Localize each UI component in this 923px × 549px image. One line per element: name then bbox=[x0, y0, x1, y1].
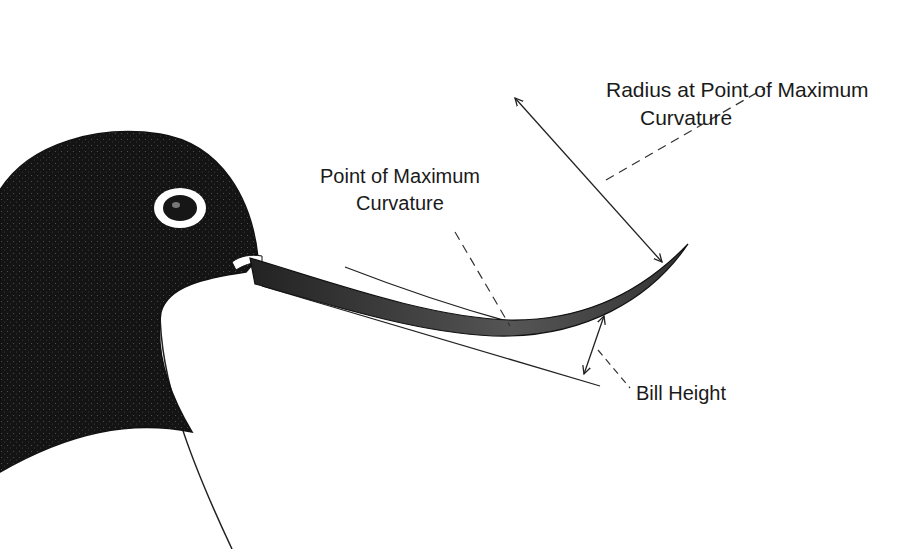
leader-line bbox=[606, 88, 765, 180]
bill bbox=[250, 244, 688, 336]
label-text: Radius at Point of Maximum Curvature bbox=[606, 76, 872, 133]
leader-line bbox=[455, 232, 510, 326]
label-text: Bill Height bbox=[636, 380, 816, 407]
bill-height-arrow bbox=[584, 316, 604, 374]
tangent-line bbox=[262, 286, 600, 386]
eye-highlight bbox=[172, 202, 180, 208]
label-text: Point of Maximum Curvature bbox=[300, 163, 500, 217]
eye-ring bbox=[154, 188, 206, 228]
leader-line bbox=[598, 350, 630, 388]
radius-line bbox=[515, 98, 662, 262]
bird-head bbox=[0, 132, 258, 472]
eye bbox=[163, 195, 197, 221]
